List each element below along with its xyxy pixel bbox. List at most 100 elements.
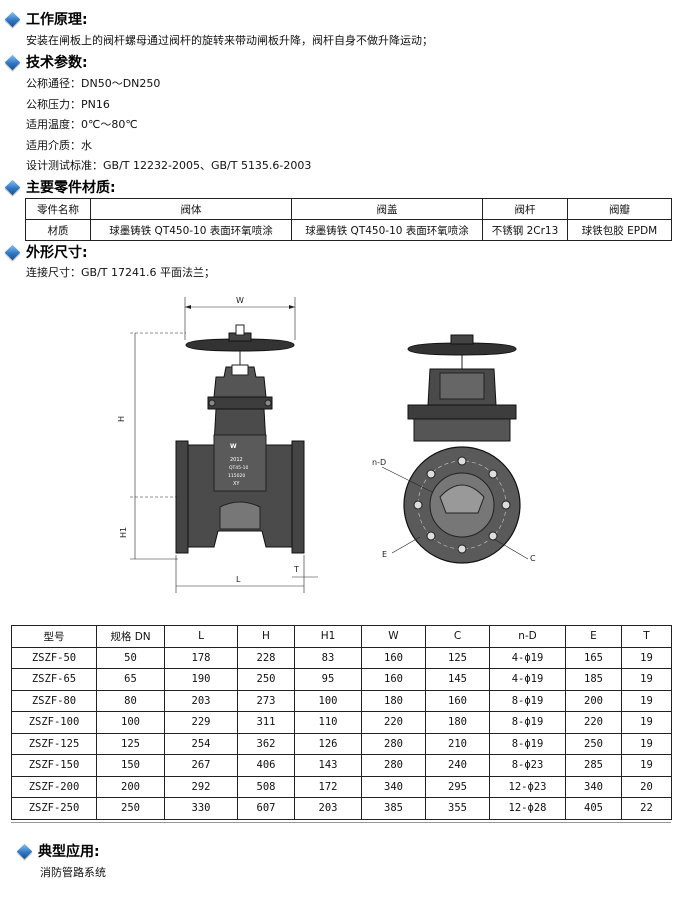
table-cell: 172 <box>294 775 362 798</box>
table-cell: 阀体 <box>90 198 292 220</box>
table-cell: 8-ϕ19 <box>489 711 566 734</box>
section-heading-materials: 主要零件材质: <box>6 177 116 197</box>
table-cell: 295 <box>425 775 490 798</box>
table-cell: 406 <box>237 754 295 777</box>
table-cell: 8-ϕ19 <box>489 732 566 755</box>
table-cell: ZSZF-125 <box>11 732 97 755</box>
table-cell: 8-ϕ23 <box>489 754 566 777</box>
param-line: 公称通径：DN50～DN250 <box>26 77 161 90</box>
diamond-bullet-icon <box>18 845 31 858</box>
table-row: 材质 球墨铸铁 QT450-10 表面环氧喷涂 球墨铸铁 QT450-10 表面… <box>25 219 672 241</box>
table-cell: 180 <box>361 689 426 712</box>
table-cell: ZSZF-65 <box>11 668 97 691</box>
param-line: 适用温度：0℃～80℃ <box>26 118 138 131</box>
section-heading-dimensions: 外形尺寸: <box>6 242 88 262</box>
dim-label-c: C <box>530 554 536 563</box>
table-cell: 210 <box>425 732 490 755</box>
table-cell: 160 <box>425 689 490 712</box>
diamond-bullet-icon <box>6 56 19 69</box>
application-text: 消防管路系统 <box>40 866 106 879</box>
body-mark: 115020 <box>228 473 245 479</box>
table-cell: ZSZF-100 <box>11 711 97 734</box>
table-cell: 不锈钢 2Cr13 <box>482 219 568 241</box>
dim-label-h1: H1 <box>119 527 128 538</box>
table-cell: 19 <box>621 732 672 755</box>
table-cell: 零件名称 <box>25 198 91 220</box>
table-cell: 150 <box>96 754 165 777</box>
table-cell: 200 <box>96 775 165 798</box>
table-cell: 250 <box>96 797 165 820</box>
dim-label-h: H <box>117 416 126 422</box>
column-header: 型号 <box>11 625 97 648</box>
table-cell: 95 <box>294 668 362 691</box>
column-header: H <box>237 625 295 648</box>
body-mark: XY <box>233 481 240 487</box>
table-cell: 125 <box>425 646 490 669</box>
table-cell: 250 <box>565 732 622 755</box>
table-cell: 19 <box>621 668 672 691</box>
table-cell: 100 <box>96 711 165 734</box>
table-cell: 160 <box>361 668 426 691</box>
diamond-bullet-icon <box>6 181 19 194</box>
table-cell: 285 <box>565 754 622 777</box>
table-cell: 203 <box>164 689 238 712</box>
table-cell: 280 <box>361 754 426 777</box>
dim-label-nd: n-D <box>372 458 386 467</box>
materials-table: 零件名称 阀体 阀盖 阀杆 阀瓣 材质 球墨铸铁 QT450-10 表面环氧喷涂… <box>25 198 672 241</box>
param-line: 设计测试标准：GB/T 12232-2005、GB/T 5135.6-2003 <box>26 159 312 172</box>
table-cell: 50 <box>96 646 165 669</box>
table-cell: 19 <box>621 754 672 777</box>
table-cell: 200 <box>565 689 622 712</box>
table-cell: ZSZF-50 <box>11 646 97 669</box>
table-cell: 19 <box>621 646 672 669</box>
column-header: E <box>565 625 622 648</box>
table-cell: 22 <box>621 797 672 820</box>
section-divider <box>11 822 671 823</box>
table-cell: 340 <box>361 775 426 798</box>
table-row: 零件名称 阀体 阀盖 阀杆 阀瓣 <box>25 198 672 220</box>
table-cell: 4-ϕ19 <box>489 668 566 691</box>
table-cell: 178 <box>164 646 238 669</box>
table-cell: 4-ϕ19 <box>489 646 566 669</box>
section-title: 主要零件材质: <box>26 180 116 196</box>
table-cell: 阀盖 <box>291 198 483 220</box>
section-heading-application: 典型应用: <box>18 841 100 861</box>
column-header: C <box>425 625 490 648</box>
table-cell: 球墨铸铁 QT450-10 表面环氧喷涂 <box>90 219 292 241</box>
table-cell: 19 <box>621 711 672 734</box>
valve-technical-drawing: W W 2012 QT45-10 115020 XY H H1 <box>117 296 536 593</box>
table-cell: 球铁包胶 EPDM <box>567 219 672 241</box>
table-cell: 311 <box>237 711 295 734</box>
dimensions-text: 连接尺寸：GB/T 17241.6 平面法兰； <box>26 266 215 279</box>
body-mark: 2012 <box>230 457 243 463</box>
param-line: 公称压力：PN16 <box>26 98 110 111</box>
table-cell: 190 <box>164 668 238 691</box>
table-cell: 185 <box>565 668 622 691</box>
table-cell: 340 <box>565 775 622 798</box>
table-cell: 12-ϕ28 <box>489 797 566 820</box>
table-cell: 126 <box>294 732 362 755</box>
diamond-bullet-icon <box>6 246 19 259</box>
table-cell: 280 <box>361 732 426 755</box>
valve-front-view: W W 2012 QT45-10 115020 XY H H1 <box>117 296 318 593</box>
dim-label-e: E <box>382 550 387 559</box>
body-mark: QT45-10 <box>229 465 249 471</box>
table-cell: 180 <box>425 711 490 734</box>
table-cell: 220 <box>565 711 622 734</box>
table-cell: 阀杆 <box>482 198 568 220</box>
section-heading-principle: 工作原理: <box>6 9 88 29</box>
table-cell: 203 <box>294 797 362 820</box>
table-cell: 80 <box>96 689 165 712</box>
table-cell: 250 <box>237 668 295 691</box>
table-cell: ZSZF-80 <box>11 689 97 712</box>
dim-label-l: L <box>236 575 241 584</box>
table-cell: 229 <box>164 711 238 734</box>
table-cell: ZSZF-150 <box>11 754 97 777</box>
table-cell: 362 <box>237 732 295 755</box>
